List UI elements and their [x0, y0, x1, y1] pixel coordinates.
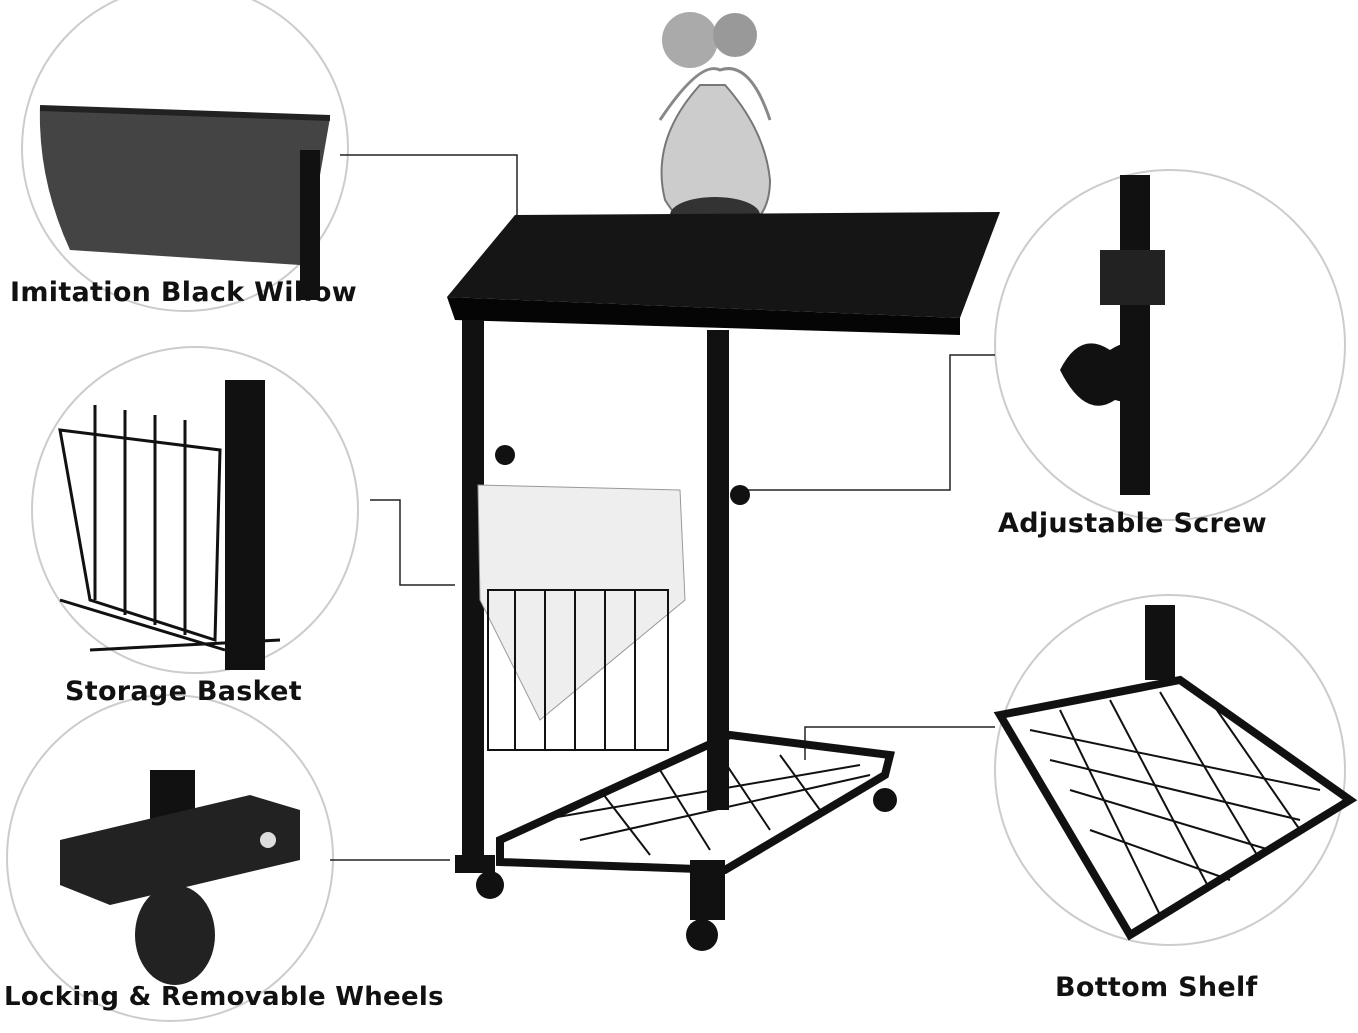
callout-label-shelf: Bottom Shelf [1055, 972, 1258, 1003]
detail-circle-screw [994, 169, 1346, 521]
callout-label-screw: Adjustable Screw [998, 508, 1268, 539]
detail-circle-basket [31, 346, 359, 674]
callout-label-basket: Storage Basket [65, 676, 302, 707]
detail-circle-wheels [6, 694, 334, 1022]
callout-label-wheels: Locking & Removable Wheels [4, 982, 444, 1012]
side-table [447, 12, 1000, 951]
detail-circle-shelf [993, 594, 1358, 946]
detail-circle-tabletop [21, 0, 349, 312]
callout-label-tabletop: Imitation Black Willow [10, 277, 357, 308]
